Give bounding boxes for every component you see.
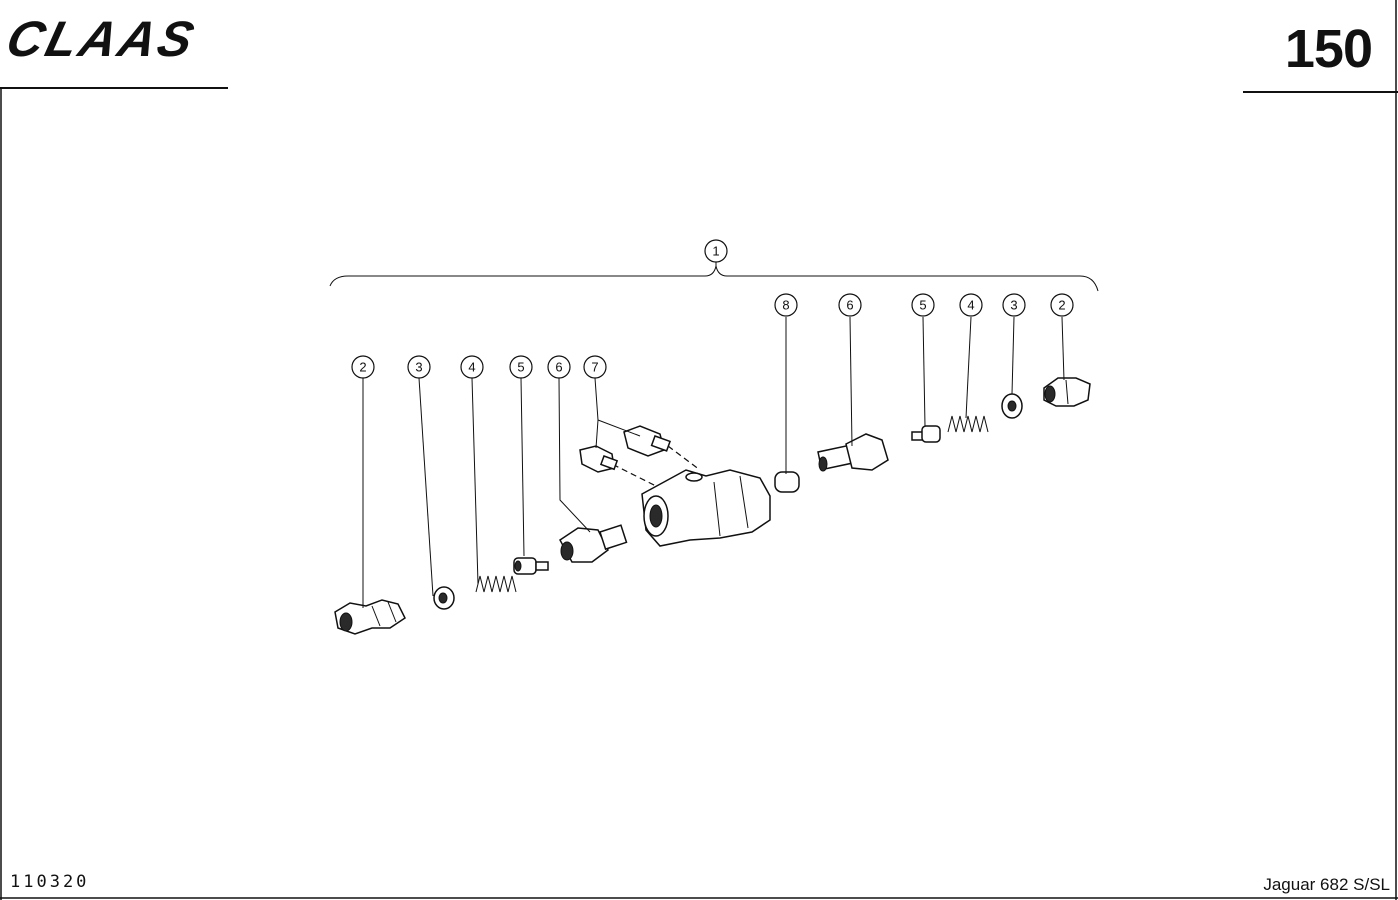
leader-6-right [849,316,853,447]
svg-text:1: 1 [712,244,719,259]
document-number: 110320 [10,872,90,892]
leader-4-right [965,316,972,419]
part-5-left [513,557,549,575]
callout-right-4: 4 [959,293,983,317]
leader-5-right [922,316,926,427]
svg-text:6: 6 [555,360,562,375]
leader-6-left [558,377,591,533]
svg-text:3: 3 [1010,298,1017,313]
callout-right-6: 6 [838,293,862,317]
callout-left-7: 7 [583,355,607,379]
svg-text:2: 2 [359,360,366,375]
centerline-7b [659,439,701,471]
svg-text:5: 5 [517,360,524,375]
machine-model: Jaguar 682 S/SL [1263,875,1390,894]
callout-right-3: 3 [1002,293,1026,317]
leader-3-left [418,377,434,597]
svg-text:6: 6 [846,298,853,313]
svg-text:4: 4 [967,298,974,313]
valve-body [641,469,771,547]
svg-text:7: 7 [591,360,598,375]
part-3-right [1001,393,1023,419]
part-3-left [433,586,455,610]
svg-text:3: 3 [415,360,422,375]
leader-5-left [520,377,525,557]
leader-7-upper [594,377,641,437]
part-8 [774,471,800,493]
callout-left-2: 2 [351,355,375,379]
part-7-upper [623,425,671,457]
svg-text:4: 4 [468,360,475,375]
svg-text:5: 5 [919,298,926,313]
leader-3-right [1011,316,1015,395]
part-4-right [947,415,989,433]
callout-right-8: 8 [774,293,798,317]
callout-left-6: 6 [547,355,571,379]
part-6-left [559,524,628,563]
callout-assembly: 1 [704,239,728,263]
part-4-left [475,575,517,593]
callout-left-5: 5 [509,355,533,379]
leader-7-lower [595,419,599,449]
callout-right-5: 5 [911,293,935,317]
callout-left-3: 3 [407,355,431,379]
svg-text:8: 8 [782,298,789,313]
part-2-left [334,599,406,635]
part-7-lower [579,445,619,473]
callout-left-4: 4 [460,355,484,379]
part-2-right [1043,377,1091,407]
leader-4-left [471,377,479,585]
leader-2-right [1061,316,1065,381]
assembly-bracket [329,265,1099,292]
page-number: 150 [1284,19,1373,79]
svg-text:2: 2 [1058,298,1065,313]
part-6-right [817,433,889,472]
part-5-right [911,425,941,443]
callout-right-2: 2 [1050,293,1074,317]
